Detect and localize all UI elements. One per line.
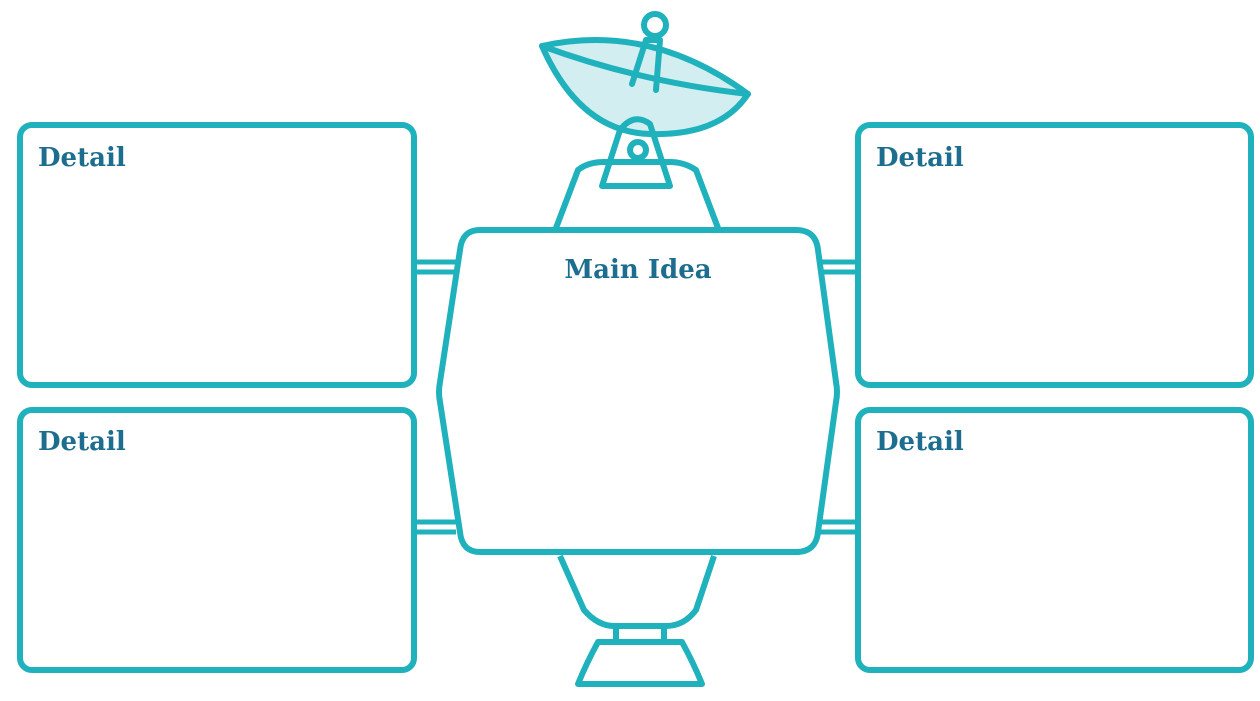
main-idea-label: Main Idea (564, 255, 711, 285)
detail-label-top-left: Detail (38, 143, 126, 173)
detail-label-bottom-left: Detail (38, 427, 126, 457)
detail-label-bottom-right: Detail (876, 427, 964, 457)
dish-feed-knob (644, 14, 666, 36)
detail-label-top-right: Detail (876, 143, 964, 173)
satellite-upper-neck (556, 162, 718, 228)
thruster-icon (578, 626, 702, 684)
dish-mount-hole (630, 142, 646, 158)
satellite-lower-neck (560, 556, 714, 626)
